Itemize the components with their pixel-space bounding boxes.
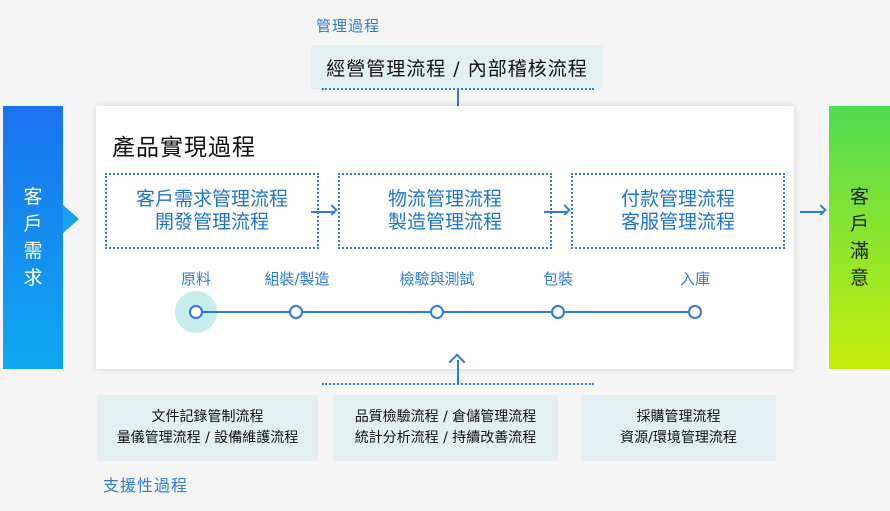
process-box-payment-service: 付款管理流程 客服管理流程 [571, 173, 785, 249]
process-line: 物流管理流程 [387, 188, 502, 210]
management-dotted-divider [322, 88, 594, 90]
down-arrow-line [457, 90, 459, 115]
process-line: 客服管理流程 [620, 211, 735, 233]
support-box-documents: 文件記錄管制流程 量儀管理流程 / 設備維護流程 [97, 395, 318, 461]
support-dotted-divider [322, 383, 594, 385]
process-box-customer-dev: 客戶需求管理流程 開發管理流程 [105, 173, 319, 249]
support-process-label: 支援性過程 [103, 476, 189, 495]
arrow-right-icon [544, 211, 568, 213]
timeline-node [189, 305, 203, 319]
customer-satisfaction-char: 戶 [849, 213, 869, 235]
stage-label-inspection: 檢驗與測試 [399, 270, 475, 288]
customer-requirement-bar: 客 戶 需 求 [3, 106, 63, 369]
customer-satisfaction-char: 滿 [849, 240, 869, 262]
customer-satisfaction-char: 意 [849, 267, 869, 289]
customer-requirement-char: 客 [23, 186, 43, 208]
process-line: 付款管理流程 [620, 188, 735, 210]
stage-label-packaging: 包裝 [542, 270, 574, 288]
support-line: 資源/環境管理流程 [620, 430, 737, 446]
support-box-quality: 品質檢驗流程 / 倉儲管理流程 統計分析流程 / 持續改善流程 [333, 395, 558, 461]
management-process-label: 管理過程 [316, 17, 381, 35]
customer-requirement-char: 戶 [23, 213, 43, 235]
support-line: 量儀管理流程 / 設備維護流程 [116, 430, 299, 446]
support-line: 採購管理流程 [636, 409, 721, 425]
support-line: 品質檢驗流程 / 倉儲管理流程 [354, 409, 537, 425]
process-box-logistics-manufacturing: 物流管理流程 製造管理流程 [338, 173, 552, 249]
product-realization-title: 產品實現過程 [112, 135, 256, 161]
arrow-right-icon [800, 211, 824, 213]
support-line: 文件記錄管制流程 [151, 409, 264, 425]
customer-satisfaction-bar: 客 戶 滿 意 [829, 106, 890, 369]
customer-requirement-char: 求 [23, 267, 43, 289]
support-box-procurement: 採購管理流程 資源/環境管理流程 [581, 395, 776, 461]
management-process-box: 經營管理流程 / 內部稽核流程 [311, 45, 603, 89]
timeline-node [289, 305, 303, 319]
up-arrow-line [457, 360, 459, 385]
timeline-line [195, 311, 696, 313]
stage-label-raw-material: 原料 [180, 270, 212, 288]
process-line: 製造管理流程 [387, 211, 502, 233]
timeline-node [551, 305, 565, 319]
customer-requirement-char: 需 [23, 240, 43, 262]
right-pointer-icon [63, 205, 79, 233]
stage-label-warehousing: 入庫 [679, 270, 711, 288]
support-line: 統計分析流程 / 持續改善流程 [354, 430, 537, 446]
timeline-node [688, 305, 702, 319]
stage-label-assembly: 組裝/製造 [264, 270, 330, 288]
customer-satisfaction-char: 客 [849, 186, 869, 208]
process-line: 客戶需求管理流程 [135, 188, 288, 210]
timeline-node [430, 305, 444, 319]
arrow-right-icon [311, 211, 335, 213]
process-line: 開發管理流程 [154, 211, 269, 233]
